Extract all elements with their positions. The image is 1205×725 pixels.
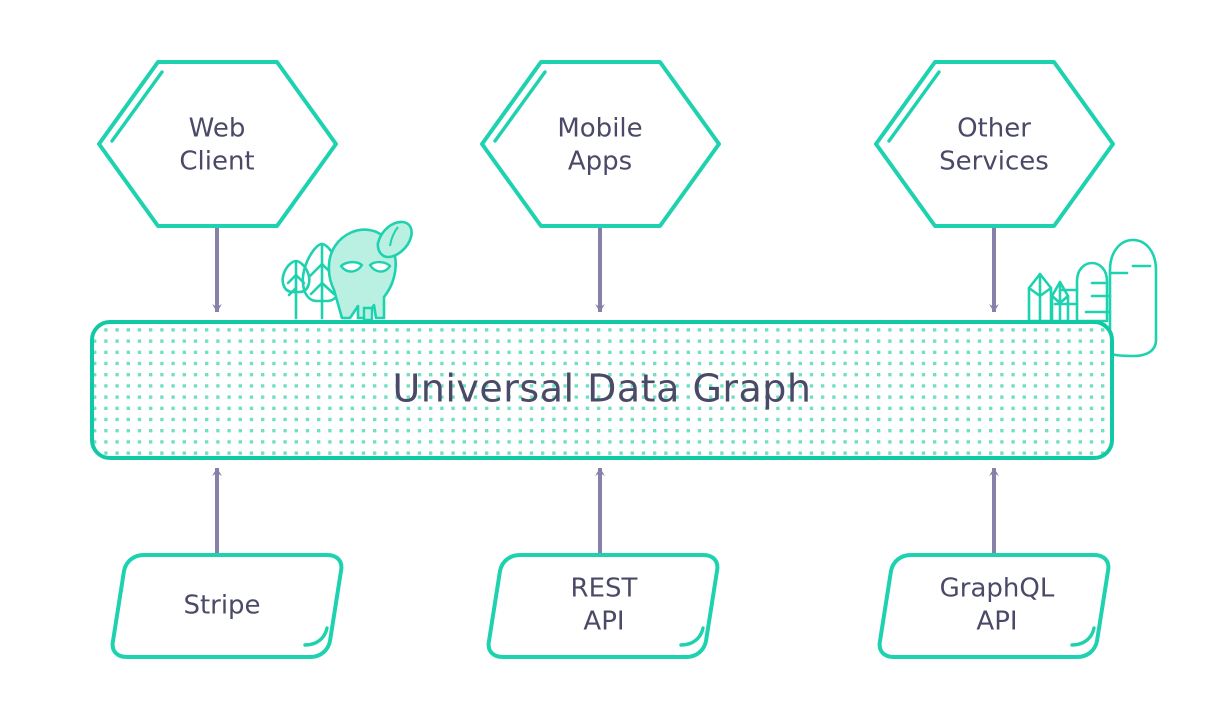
node-label-line2: API: [583, 607, 624, 637]
node-label-line2: Services: [939, 147, 1049, 177]
cactus-large-icon: [1084, 238, 1158, 358]
source-box-outline: [877, 553, 1111, 659]
node-label-line2: Apps: [568, 147, 632, 177]
node-other-services[interactable]: Other Services: [874, 60, 1115, 228]
central-bar-fill: [90, 320, 1114, 460]
node-graphql-api[interactable]: GraphQL API: [877, 553, 1111, 659]
central-bar-title: Universal Data Graph: [392, 367, 811, 411]
hexagon-outline: [480, 60, 721, 228]
hexagon-accent-line: [110, 70, 164, 143]
node-label-line2: Client: [179, 147, 254, 177]
source-box-corner-arc: [679, 626, 705, 647]
node-rest-api[interactable]: REST API: [486, 553, 720, 659]
source-box-outline: [486, 553, 720, 659]
node-label-line1: Stripe: [183, 591, 260, 621]
hexagon-accent-line: [887, 70, 941, 143]
hexagon-outline: [97, 60, 338, 228]
hexagon-outline: [874, 60, 1115, 228]
hexagon-accent-line: [493, 70, 547, 143]
source-box-corner-arc: [303, 626, 329, 647]
cactus-small-icon: [1053, 261, 1109, 323]
node-label-line1: GraphQL: [940, 574, 1055, 604]
node-label-line1: Web: [189, 114, 246, 144]
connector-group: [212, 228, 999, 556]
node-stripe[interactable]: Stripe: [110, 553, 344, 659]
node-label-line1: Mobile: [557, 114, 642, 144]
source-box-outline: [110, 553, 344, 659]
mascot-creature-icon: [327, 220, 413, 322]
node-label-line2: API: [976, 607, 1017, 637]
node-web-client[interactable]: Web Client: [97, 60, 338, 228]
central-bar[interactable]: Universal Data Graph: [90, 320, 1114, 460]
node-label-line1: REST: [571, 574, 638, 604]
node-label-line1: Other: [957, 114, 1031, 144]
decoration-left: [281, 220, 413, 322]
source-box-corner-arc: [1070, 626, 1096, 647]
crystals-icon: [1027, 272, 1070, 323]
node-mobile-apps[interactable]: Mobile Apps: [480, 60, 721, 228]
